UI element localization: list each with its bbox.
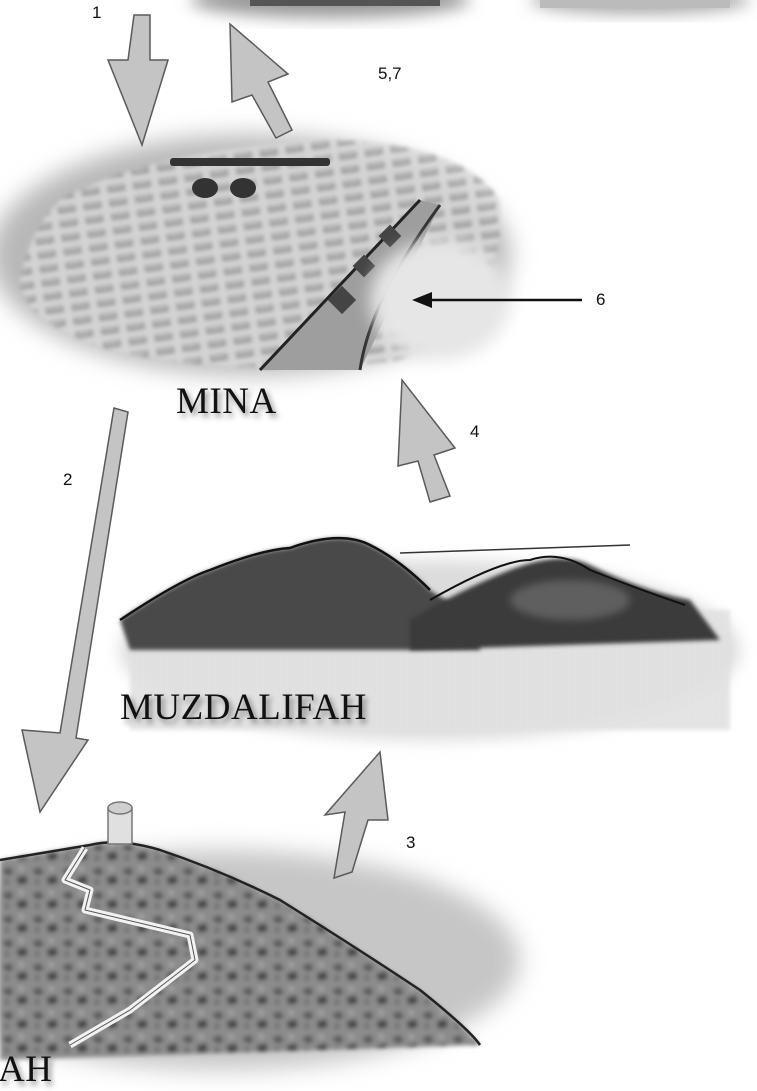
arafah-label-partial: AH [0,1048,52,1091]
mina-label: MINA [176,380,277,423]
step-label-5-7: 5,7 [378,64,402,84]
arrow-step-4 [398,380,455,502]
step-label-4: 4 [470,422,479,442]
step-label-1: 1 [92,3,101,23]
arrow-step-5-7 [230,24,292,138]
mina-illustration [0,135,510,375]
step-label-2: 2 [63,470,72,490]
muzdalifah-label: MUZDALIFAH [120,686,367,729]
arafah-illustration [0,802,520,1070]
arrow-step-1 [108,15,168,145]
arrow-step-2 [22,408,128,812]
top-edge-shading [190,0,750,18]
step-label-3: 3 [406,833,415,853]
step-label-6: 6 [596,290,605,310]
